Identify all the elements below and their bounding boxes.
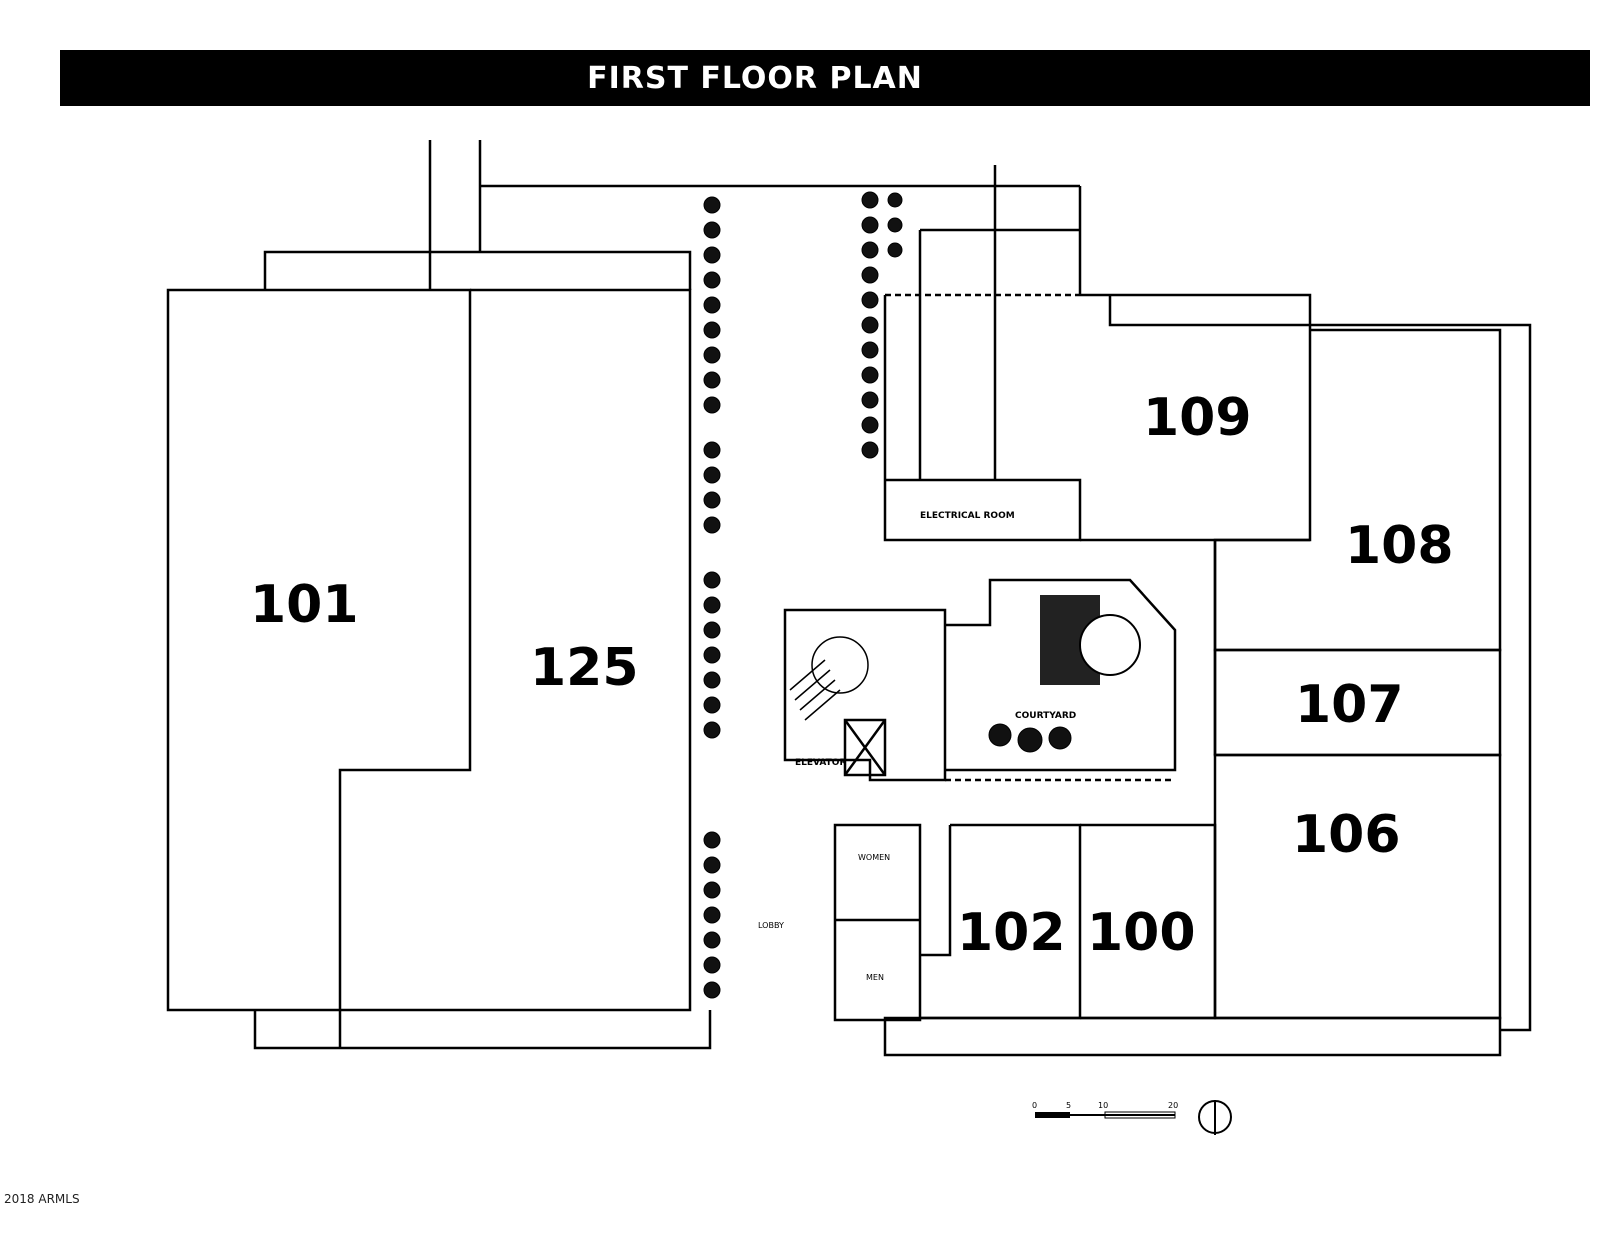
courtyard-label: COURTYARD xyxy=(1015,711,1076,721)
south-entry-walls xyxy=(253,1010,712,1050)
scale-tick-20: 20 xyxy=(1168,1101,1178,1110)
room-number-101: 101 xyxy=(250,575,359,635)
room-number-107: 107 xyxy=(1295,675,1404,735)
room-106-walls xyxy=(1213,753,1502,1020)
copyright-text: 2018 ARMLS xyxy=(4,1192,80,1206)
hedge-west xyxy=(703,196,721,999)
men-label: MEN xyxy=(866,973,884,982)
room-number-109: 109 xyxy=(1143,388,1252,448)
room-125-walls xyxy=(340,288,692,1012)
scale-tick-10: 10 xyxy=(1098,1101,1108,1110)
hedge-east xyxy=(861,191,1072,753)
courtyard-walls xyxy=(945,578,1177,772)
restroom-walls xyxy=(833,823,922,1022)
room-number-102: 102 xyxy=(957,903,1066,963)
room-number-125: 125 xyxy=(530,638,639,698)
electrical-room-walls xyxy=(883,295,1082,542)
room-108-walls xyxy=(1213,328,1502,652)
room-109-walls xyxy=(1080,293,1312,542)
title-bar: FIRST FLOOR PLAN xyxy=(60,50,1590,106)
women-label: WOMEN xyxy=(858,853,890,862)
stair-west xyxy=(789,636,869,721)
lobby-label: LOBBY xyxy=(758,921,784,930)
stair-east xyxy=(1040,595,1141,685)
elevator-label: ELEVATOR xyxy=(795,758,846,768)
plan-title: FIRST FLOOR PLAN xyxy=(587,60,923,96)
north-arrow-icon xyxy=(1198,1100,1232,1135)
elevator-core-walls xyxy=(783,608,947,782)
scale-bar: 0 5 10 20 xyxy=(1032,1101,1178,1119)
scale-tick-0: 0 xyxy=(1032,1101,1037,1110)
scale-tick-5: 5 xyxy=(1066,1101,1071,1110)
room-101-walls xyxy=(166,288,472,1012)
room-number-108: 108 xyxy=(1345,516,1454,576)
room-number-106: 106 xyxy=(1292,805,1401,865)
room-number-100: 100 xyxy=(1087,903,1196,963)
electrical-room-label: ELECTRICAL ROOM xyxy=(920,511,1015,521)
north-entry-walls xyxy=(263,250,692,290)
